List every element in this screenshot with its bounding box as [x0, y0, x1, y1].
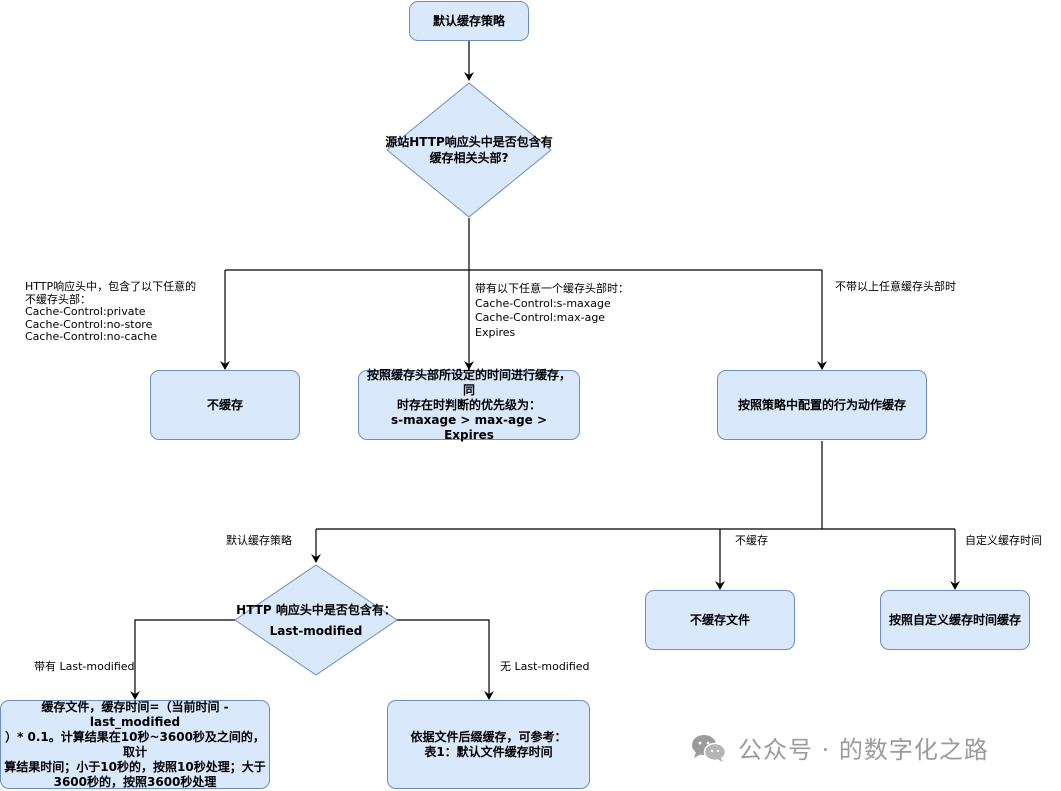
cache-by-header-node: 按照缓存头部所设定的时间进行缓存，同 时存在时判断的优先级为： s-maxage… — [358, 367, 580, 442]
watermark-text: 公众号 · 的数字化之路 — [738, 736, 989, 764]
edge-label-to-custom-time: 自定义缓存时间 — [965, 534, 1042, 547]
cache-by-header-line: 按照缓存头部所设定的时间进行缓存，同 — [366, 367, 571, 397]
edge-without-lm — [397, 619, 494, 700]
lm-cache-line: 3600秒的，按照3600秒处理 — [53, 774, 217, 789]
edge-label-with-last-modified: 带有 Last-modified — [34, 660, 135, 673]
lm-cache-line: 缓存文件，缓存时间=（当前时间 - last_modified — [41, 699, 229, 729]
cache-by-policy-node: 按照策略中配置的行为动作缓存 — [717, 370, 927, 440]
cache-by-header-line: s-maxage > max-age > Expires — [390, 412, 548, 442]
edge-label-to-no-cache-file: 不缓存 — [735, 534, 768, 547]
decision1-label: 源站HTTP响应头中是否包含有 缓存相关头部? — [382, 120, 556, 180]
suffix-cache-node: 依据文件后缀缓存，可参考： 表1：默认文件缓存时间 — [387, 700, 590, 789]
decision2-line: Last-modified — [269, 623, 363, 638]
decision1-line: 缓存相关头部? — [429, 151, 509, 165]
edge-label-without-last-modified: 无 Last-modified — [500, 660, 590, 673]
edge-label-to-cache-by-policy: 不带以上任意缓存头部时 — [835, 280, 956, 293]
edge-label-to-default-policy: 默认缓存策略 — [226, 534, 292, 547]
edge-with-lm — [130, 619, 235, 700]
decision-diamond-1 — [386, 82, 552, 218]
decision2-label: HTTP 响应头中是否包含有： Last-modified — [232, 594, 400, 646]
lm-cache-line: ）* 0.1。计算结果在10秒~3600秒及之间的，取计 — [5, 729, 265, 759]
decision1-line: 源站HTTP响应头中是否包含有 — [385, 135, 553, 149]
lm-cache-line: 算结果时间；小于10秒的，按照10秒处理；大于 — [4, 759, 266, 774]
suffix-cache-line: 依据文件后缀缓存，可参考： — [410, 729, 567, 744]
cache-by-header-line: 时存在时判断的优先级为： — [396, 397, 541, 412]
last-modified-cache-node: 缓存文件，缓存时间=（当前时间 - last_modified ）* 0.1。计… — [0, 700, 270, 789]
watermark: 公众号 · 的数字化之路 — [690, 730, 989, 765]
edge-label-to-cache-by-header: 带有以下任意一个缓存头部时： Cache-Control:s-maxage Ca… — [475, 282, 629, 339]
edge-label-to-no-cache: HTTP响应头中，包含了以下任意的 不缓存头部： Cache-Control:p… — [25, 280, 197, 343]
wechat-icon — [690, 733, 728, 763]
no-cache-file-node: 不缓存文件 — [645, 590, 795, 650]
decision2-line: HTTP 响应头中是否包含有： — [236, 602, 396, 617]
decision-diamond-2 — [234, 564, 398, 676]
start-node: 默认缓存策略 — [409, 1, 529, 41]
suffix-cache-line: 表1：默认文件缓存时间 — [424, 744, 553, 759]
no-cache-node: 不缓存 — [150, 370, 300, 440]
custom-time-cache-node: 按照自定义缓存时间缓存 — [880, 590, 1030, 650]
